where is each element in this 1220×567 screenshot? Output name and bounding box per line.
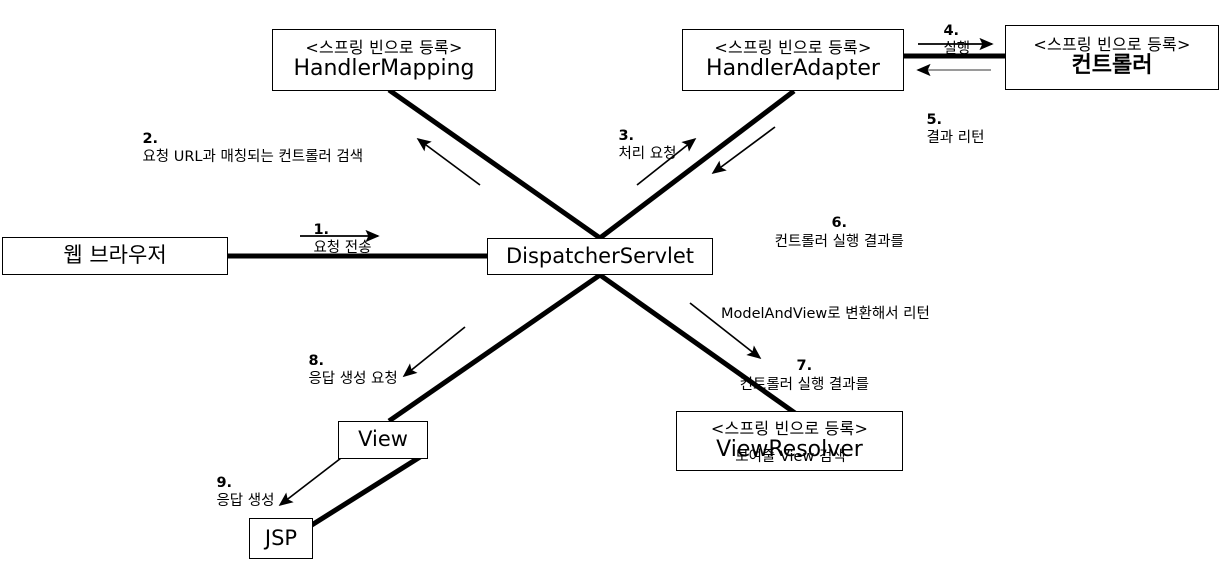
node-label: ViewResolver: [716, 436, 863, 462]
node-handler-adapter[interactable]: <스프링 빈으로 등록> HandlerAdapter: [682, 29, 904, 91]
step-line-2: 보여줄 View 검색: [735, 449, 846, 465]
step-line-2: ModelAndView로 변환해서 리턴: [721, 306, 930, 322]
edge-label-step-6: 6. 컨트롤러 실행 결과를 ModelAndView로 변환해서 리턴: [721, 160, 930, 359]
node-jsp[interactable]: JSP: [249, 518, 313, 559]
edge-label-step-3: 3. 처리 요청: [600, 109, 676, 182]
step-number: 9.: [216, 475, 233, 492]
step-number: 4.: [943, 23, 960, 40]
node-view-resolver[interactable]: <스프링 빈으로 등록> ViewResolver: [676, 411, 903, 471]
step-text: 컨트롤러 실행 결과를: [774, 233, 904, 250]
node-dispatcher-servlet[interactable]: DispatcherServlet: [487, 238, 713, 275]
step-number: 8.: [308, 353, 325, 370]
thick-connector-dispatcher-to-viewresolver: [598, 272, 797, 416]
step-number: 2.: [142, 131, 159, 148]
step-text: 요청 전송: [313, 240, 372, 257]
node-stereotype: <스프링 빈으로 등록>: [710, 418, 869, 438]
step-text: 응답 생성: [216, 493, 275, 510]
step-text: 실행: [943, 41, 971, 58]
thick-connector-dispatcher-to-handlermapping: [387, 87, 602, 241]
arrow-step-6: [711, 126, 776, 175]
node-label: DispatcherServlet: [505, 243, 695, 268]
edge-label-step-2: 2. 요청 URL과 매칭되는 컨트롤러 검색: [124, 112, 363, 185]
node-label: HandlerMapping: [293, 55, 475, 81]
step-text: 컨트롤러 실행 결과를: [739, 376, 869, 393]
node-label: 컨트롤러: [1071, 53, 1153, 79]
step-number: 6.: [831, 215, 848, 232]
node-handler-mapping[interactable]: <스프링 빈으로 등록> HandlerMapping: [272, 29, 496, 91]
node-label: View: [358, 427, 408, 452]
step-line-1: 7. 컨트롤러 실행 결과를: [712, 339, 869, 412]
edge-label-step-8: 8. 응답 생성 요청: [290, 334, 398, 407]
thick-connector-dispatcher-to-view: [387, 272, 602, 424]
node-stereotype: <스프링 빈으로 등록>: [305, 37, 463, 57]
step-text: 요청 URL과 매칭되는 컨트롤러 검색: [142, 149, 364, 166]
node-label: 웹 브라우저: [63, 243, 167, 268]
step-text: 응답 생성 요청: [308, 371, 398, 388]
node-stereotype: <스프링 빈으로 등록>: [1033, 35, 1191, 55]
node-web-browser[interactable]: 웹 브라우저: [2, 237, 228, 275]
node-stereotype: <스프링 빈으로 등록>: [714, 37, 872, 57]
step-number: 1.: [313, 222, 330, 239]
edge-label-step-9: 9. 응답 생성: [198, 456, 274, 529]
step-line-1: 6. 컨트롤러 실행 결과를: [721, 196, 930, 269]
arrow-step-8: [402, 326, 466, 378]
thick-connector-view-to-jsp: [305, 454, 422, 531]
step-text: 처리 요청: [618, 146, 677, 163]
edge-label-step-4: 4. 실행: [925, 4, 970, 77]
thick-connector-dispatcher-to-handleradapter: [598, 89, 796, 240]
arrow-step-3: [636, 137, 697, 186]
node-controller[interactable]: <스프링 빈으로 등록> 컨트롤러: [1005, 25, 1219, 90]
arrow-step-7: [689, 302, 762, 360]
edge-label-step-5: 5. 결과 리턴: [908, 93, 984, 166]
node-view[interactable]: View: [338, 421, 428, 459]
node-label: HandlerAdapter: [706, 55, 880, 81]
arrow-step-2: [416, 137, 481, 186]
arrow-step-9: [278, 454, 346, 507]
step-text: 결과 리턴: [926, 130, 985, 147]
step-number: 5.: [926, 112, 943, 129]
edge-label-step-1: 1. 요청 전송: [295, 203, 371, 276]
node-label: JSP: [264, 525, 298, 550]
step-number: 3.: [618, 128, 635, 145]
edge-label-step-7: 7. 컨트롤러 실행 결과를 보여줄 View 검색: [712, 303, 869, 502]
step-number: 7.: [796, 358, 813, 375]
